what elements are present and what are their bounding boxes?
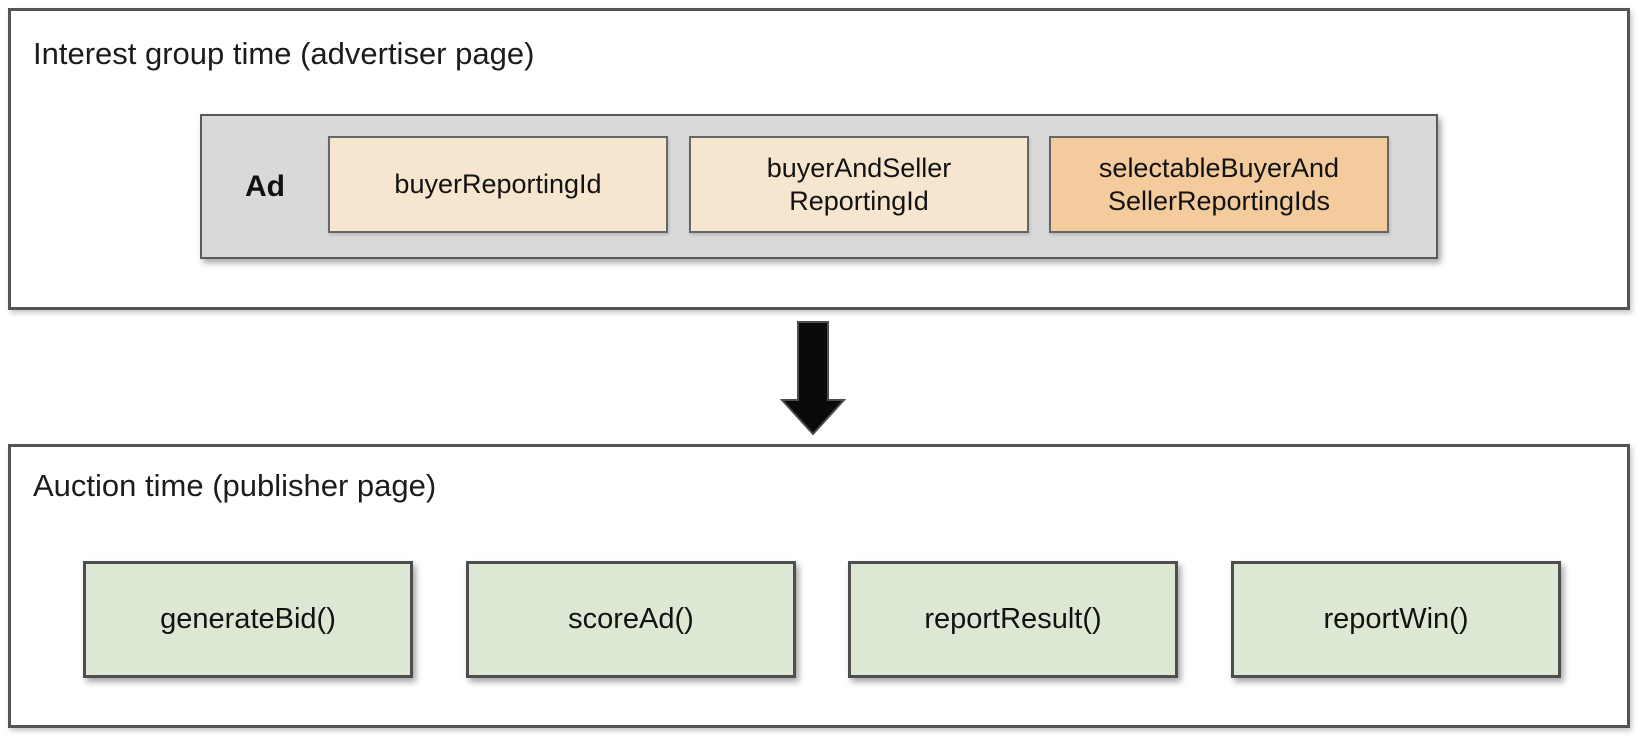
buyer-reporting-id-box: buyerReportingId <box>328 136 668 233</box>
down-arrow-icon <box>780 321 846 436</box>
report-win-box: reportWin() <box>1231 561 1561 678</box>
generate-bid-box: generateBid() <box>83 561 413 678</box>
auction-section: Auction time (publisher page) generateBi… <box>8 444 1630 728</box>
score-ad-box: scoreAd() <box>466 561 796 678</box>
report-result-box: reportResult() <box>848 561 1178 678</box>
ad-container: Ad buyerReportingId buyerAndSeller Repor… <box>200 114 1438 259</box>
buyer-and-seller-reporting-id-box: buyerAndSeller ReportingId <box>689 136 1029 233</box>
selectable-buyer-and-seller-reporting-ids-box: selectableBuyerAnd SellerReportingIds <box>1049 136 1389 233</box>
ad-label: Ad <box>245 169 285 203</box>
interest-group-title: Interest group time (advertiser page) <box>33 36 535 71</box>
auction-title: Auction time (publisher page) <box>33 468 437 503</box>
interest-group-section: Interest group time (advertiser page) Ad… <box>8 8 1630 310</box>
